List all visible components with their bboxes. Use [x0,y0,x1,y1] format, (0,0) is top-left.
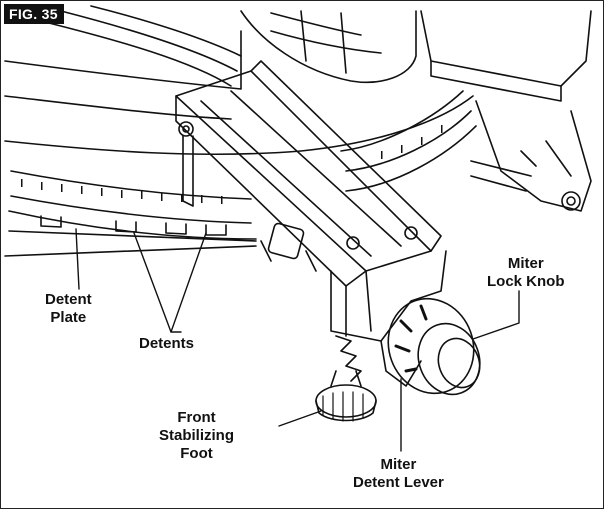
callout-miter-lock-knob-line-2: Lock Knob [487,273,565,290]
motor-housing [240,10,417,84]
table-outer-rim [4,95,474,156]
callout-detents-line-1: Detents [139,335,195,352]
lever-housing [330,250,447,342]
callout-detent-plate-line-2: Plate [50,309,87,326]
screw-thread [335,335,362,382]
lock-knob-outer [387,297,475,395]
callout-front-stabilizing-foot: Front Stabilizing Foot [159,409,234,463]
callout-front-stabilizing-foot-line-3: Foot [180,445,213,462]
rail-arm-top [175,70,432,272]
leader-detent-plate [75,228,80,290]
fence-right [420,10,592,87]
leader-lock-knob [472,290,520,340]
callout-front-stabilizing-foot-line-1: Front [177,409,216,426]
callout-miter-detent-lever-line-2: Detent Lever [353,474,444,491]
callout-miter-lock-knob: Miter Lock Knob [487,255,565,291]
foot-knob [315,384,377,418]
callout-detent-plate-line-1: Detent [45,291,92,308]
leader-foot [278,410,322,427]
callout-detents: Detents [139,335,194,353]
detent-notches [40,215,227,236]
callout-miter-detent-lever-line-1: Miter [380,456,417,473]
callout-detent-plate: Detent Plate [45,291,92,327]
figure-tag: FIG. 35 [4,4,64,24]
table-inner-rim [4,95,232,120]
miter-scale-top [10,170,252,200]
callout-miter-detent-lever: Miter Detent Lever [353,456,444,492]
miter-scale-bottom [10,195,252,224]
callout-front-stabilizing-foot-line-2: Stabilizing [159,427,234,444]
table-edge-upper [4,30,242,90]
callout-miter-lock-knob-line-1: Miter [507,255,544,272]
